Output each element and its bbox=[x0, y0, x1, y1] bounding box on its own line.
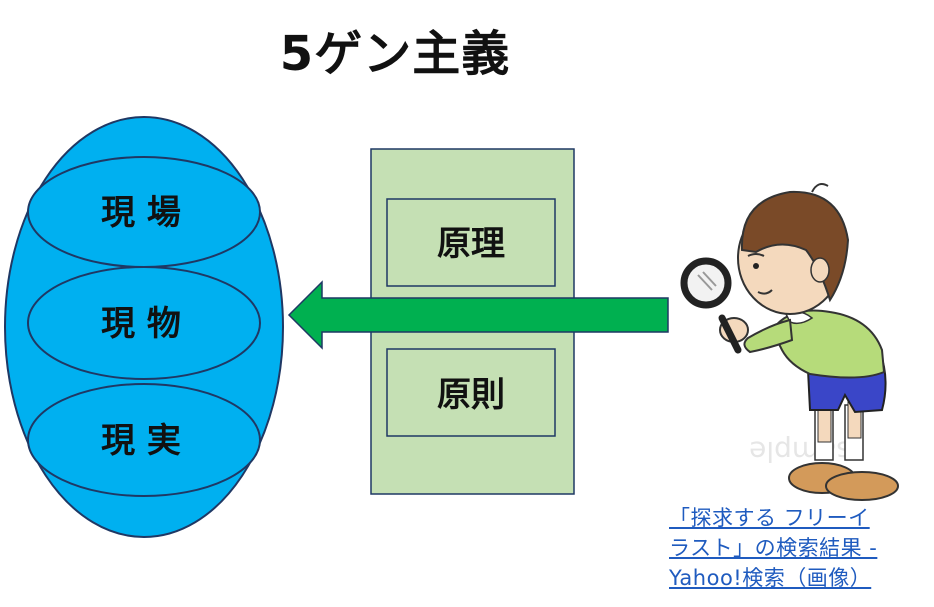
principle-label-genri: 原理 bbox=[437, 224, 505, 264]
gen-label-genba: 現 場 bbox=[101, 193, 181, 233]
left-arrow bbox=[287, 280, 669, 350]
gen-oval-3 bbox=[27, 383, 261, 497]
credit-line-3[interactable]: Yahoo!検索（画像） bbox=[669, 566, 872, 590]
watermark-text: sample bbox=[749, 435, 851, 468]
credit-line-2[interactable]: ラスト」の検索結果 - bbox=[669, 536, 878, 560]
credit-line-1[interactable]: 「探求する フリーイ bbox=[669, 506, 870, 530]
principle-box-2 bbox=[386, 348, 556, 437]
page-title: 5ゲン主義 bbox=[279, 26, 511, 82]
gen-label-genbutsu: 現 物 bbox=[101, 304, 181, 344]
image-credit-link[interactable]: 「探求する フリーイ ラスト」の検索結果 - Yahoo!検索（画像） bbox=[669, 503, 929, 593]
gen-label-genjitsu: 現 実 bbox=[101, 421, 181, 461]
principle-box-1 bbox=[386, 198, 556, 287]
boy-with-magnifier-illustration: sample bbox=[680, 183, 899, 501]
gen-oval-2 bbox=[27, 266, 261, 380]
principle-label-gensoku: 原則 bbox=[437, 375, 505, 415]
